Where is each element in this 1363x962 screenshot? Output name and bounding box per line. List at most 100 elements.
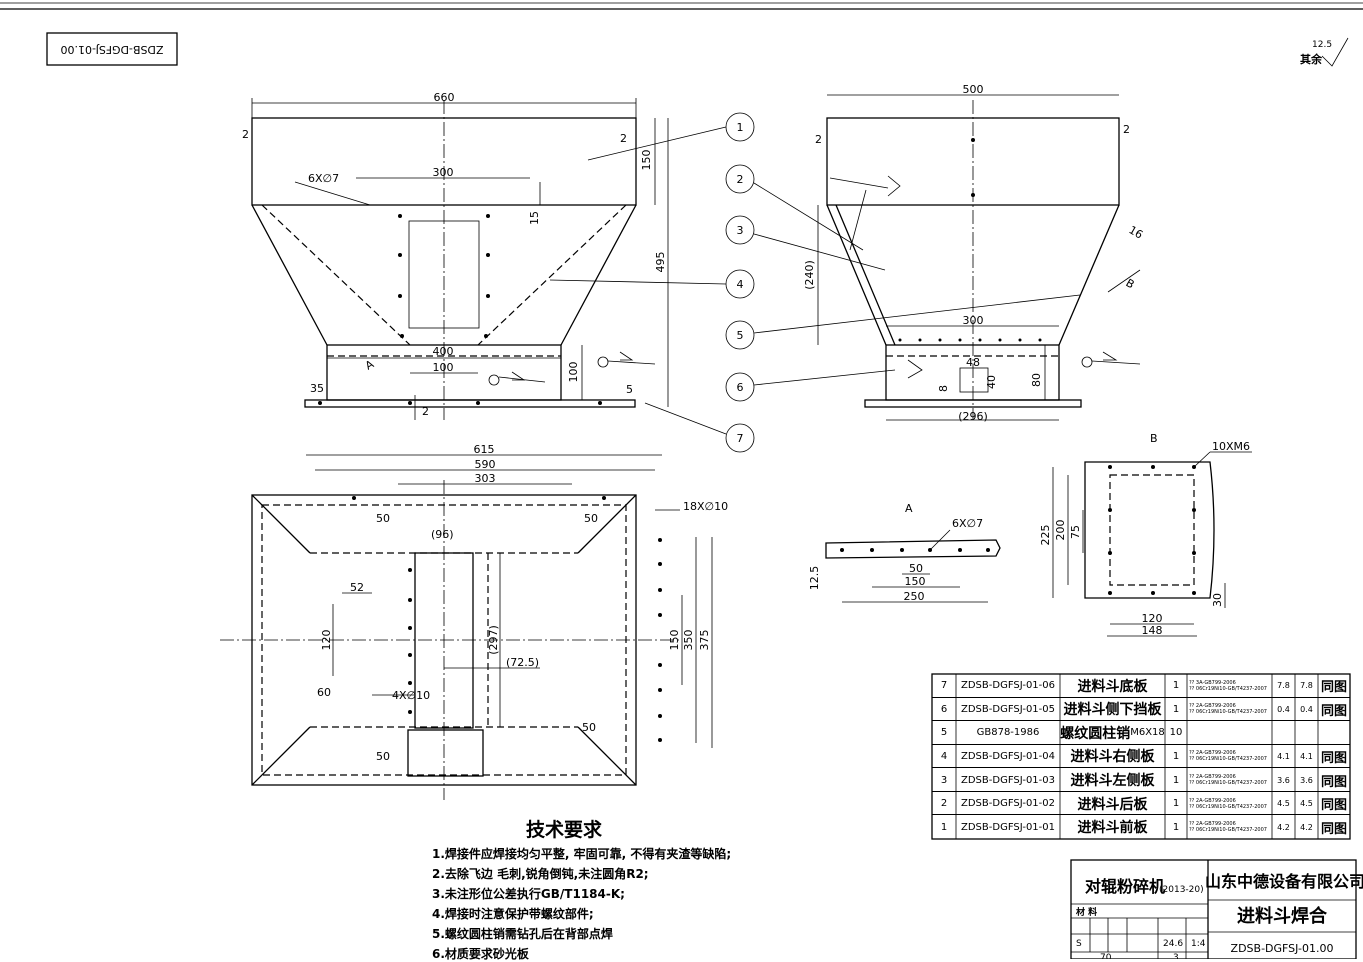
company-name: 山东中德设备有限公司 xyxy=(1205,872,1363,891)
svg-text:350: 350 xyxy=(682,630,695,651)
svg-text:2: 2 xyxy=(815,133,822,146)
svg-text:12.5: 12.5 xyxy=(808,566,821,591)
stage-label: S xyxy=(1076,939,1082,949)
svg-text:5: 5 xyxy=(737,329,744,342)
svg-text:660: 660 xyxy=(434,91,455,104)
detail-a: A 6X∅7 12.5 50 150 250 xyxy=(808,502,1001,603)
material-label: 材 料 xyxy=(1075,906,1097,918)
svg-text:18X∅10: 18X∅10 xyxy=(683,500,728,513)
bom-note: 同图 xyxy=(1320,680,1347,696)
bom-name: 进料斗左侧板 xyxy=(1070,773,1155,790)
svg-text:15: 15 xyxy=(528,211,541,225)
bom-weight-unit: 3.6 xyxy=(1277,775,1290,785)
svg-text:其余: 其余 xyxy=(1300,52,1323,66)
svg-text:B: B xyxy=(1124,276,1137,291)
bom-note: 同图 xyxy=(1320,750,1347,766)
svg-text:300: 300 xyxy=(963,314,984,327)
bom-weight-total: 0.4 xyxy=(1300,704,1313,714)
bom-qty: 10 xyxy=(1169,727,1183,739)
callout-balloons: 1 2 3 4 5 6 7 xyxy=(549,112,1081,453)
bom-weight-total: 4.2 xyxy=(1300,822,1313,832)
bom-no: 4 xyxy=(940,750,948,762)
drawing-code-text: ZDSB-DGFSJ-01.00 xyxy=(61,43,164,56)
svg-text:35: 35 xyxy=(310,382,324,395)
bom-material: ?? 3A-GB799-2006?? 06Cr19Ni10-GB/T4237-2… xyxy=(1189,679,1267,692)
bom-no: 7 xyxy=(940,680,948,692)
svg-text:615: 615 xyxy=(474,443,495,456)
tech-req-title: 技术要求 xyxy=(526,819,603,841)
svg-text:2: 2 xyxy=(737,173,744,186)
svg-text:16: 16 xyxy=(1127,223,1146,241)
svg-text:4: 4 xyxy=(737,278,744,291)
bom-material: ?? 2A-GB799-2006?? 06Cr19Ni10-GB/T4237-2… xyxy=(1189,774,1267,787)
front-view: 660 300 150 495 6X∅7 15 400 100 35 100 2… xyxy=(242,91,669,420)
svg-text:B: B xyxy=(1150,432,1158,445)
bom-material: ?? 2A-GB799-2006?? 06Cr19Ni10-GB/T4237-2… xyxy=(1189,821,1267,834)
product-name: 对辊粉碎机 xyxy=(1085,877,1165,896)
svg-text:150: 150 xyxy=(668,630,681,651)
svg-text:60: 60 xyxy=(317,686,331,699)
svg-text:120: 120 xyxy=(320,630,333,651)
bom-code: ZDSB-DGFSJ-01-05 xyxy=(961,703,1055,715)
bom-weight-total: 7.8 xyxy=(1300,681,1313,691)
bom-name: 进料斗前板 xyxy=(1077,820,1148,837)
bom-code: ZDSB-DGFSJ-01-01 xyxy=(961,821,1055,833)
bom-code: ZDSB-DGFSJ-01-06 xyxy=(961,680,1055,692)
svg-text:250: 250 xyxy=(904,590,925,603)
roughness-symbol: 12.5 其余 xyxy=(1300,37,1349,67)
svg-text:48: 48 xyxy=(966,356,980,369)
svg-text:50: 50 xyxy=(582,721,596,734)
product-code: (2013-20) xyxy=(1159,885,1204,895)
tech-req-item: 4.焊接时注意保护带螺纹部件; xyxy=(432,907,594,921)
svg-text:(240): (240) xyxy=(803,260,816,290)
bom-note xyxy=(1318,721,1350,745)
svg-text:A: A xyxy=(905,502,913,515)
svg-text:100: 100 xyxy=(567,362,580,383)
bom-material xyxy=(1187,721,1274,745)
svg-text:225: 225 xyxy=(1039,525,1052,546)
bom-no: 5 xyxy=(940,727,948,739)
bom-material: ?? 2A-GB799-2006?? 06Cr19Ni10-GB/T4237-2… xyxy=(1189,797,1267,810)
bom-weight-unit: 0.4 xyxy=(1277,704,1290,714)
bom-no: 6 xyxy=(940,703,948,715)
bom-note: 同图 xyxy=(1320,774,1347,790)
svg-text:(96): (96) xyxy=(431,528,454,541)
bom-qty: 1 xyxy=(1172,703,1180,715)
svg-text:1: 1 xyxy=(737,121,744,134)
svg-text:6X∅7: 6X∅7 xyxy=(952,517,983,530)
bom-qty: 1 xyxy=(1172,798,1180,810)
svg-text:40: 40 xyxy=(985,375,998,389)
svg-text:6X∅7: 6X∅7 xyxy=(308,172,339,185)
svg-text:(297): (297) xyxy=(487,625,500,655)
scale-value: 1:4 xyxy=(1191,939,1206,949)
bom-no: 2 xyxy=(940,798,948,810)
bom-rows: 7 ZDSB-DGFSJ-01-06 进料斗底板 1 ?? 3A-GB799-2006?… xyxy=(932,674,1350,839)
svg-text:(296): (296) xyxy=(958,410,988,423)
svg-text:500: 500 xyxy=(963,83,984,96)
svg-text:50: 50 xyxy=(376,512,390,525)
svg-text:200: 200 xyxy=(1054,520,1067,541)
bom-qty: 1 xyxy=(1172,680,1180,692)
bom-name: 进料斗后板 xyxy=(1077,796,1148,813)
svg-text:300: 300 xyxy=(433,166,454,179)
svg-text:2: 2 xyxy=(242,128,249,141)
detail-b: B 10XM6 225 200 75 30 120 148 xyxy=(1039,432,1252,637)
bom-note: 同图 xyxy=(1320,821,1347,837)
svg-text:8: 8 xyxy=(937,385,950,392)
bom-weight-unit: 7.8 xyxy=(1277,681,1290,691)
svg-text:10XM6: 10XM6 xyxy=(1212,440,1250,453)
bom-code: ZDSB-DGFSJ-01-04 xyxy=(961,750,1055,762)
svg-text:70: 70 xyxy=(1100,953,1112,959)
bom-name: 进料斗底板 xyxy=(1077,678,1148,695)
bom-row: 7 ZDSB-DGFSJ-01-06 进料斗底板 1 ?? 3A-GB799-2006?… xyxy=(932,674,1350,698)
svg-text:2: 2 xyxy=(620,132,627,145)
bom-material: ?? 2A-GB799-2006?? 06Cr19Ni10-GB/T4237-2… xyxy=(1189,750,1267,763)
side-view: 500 2 2 (240) 300 48 40 80 8 (296) 16 B xyxy=(803,83,1145,423)
svg-text:7: 7 xyxy=(737,432,744,445)
